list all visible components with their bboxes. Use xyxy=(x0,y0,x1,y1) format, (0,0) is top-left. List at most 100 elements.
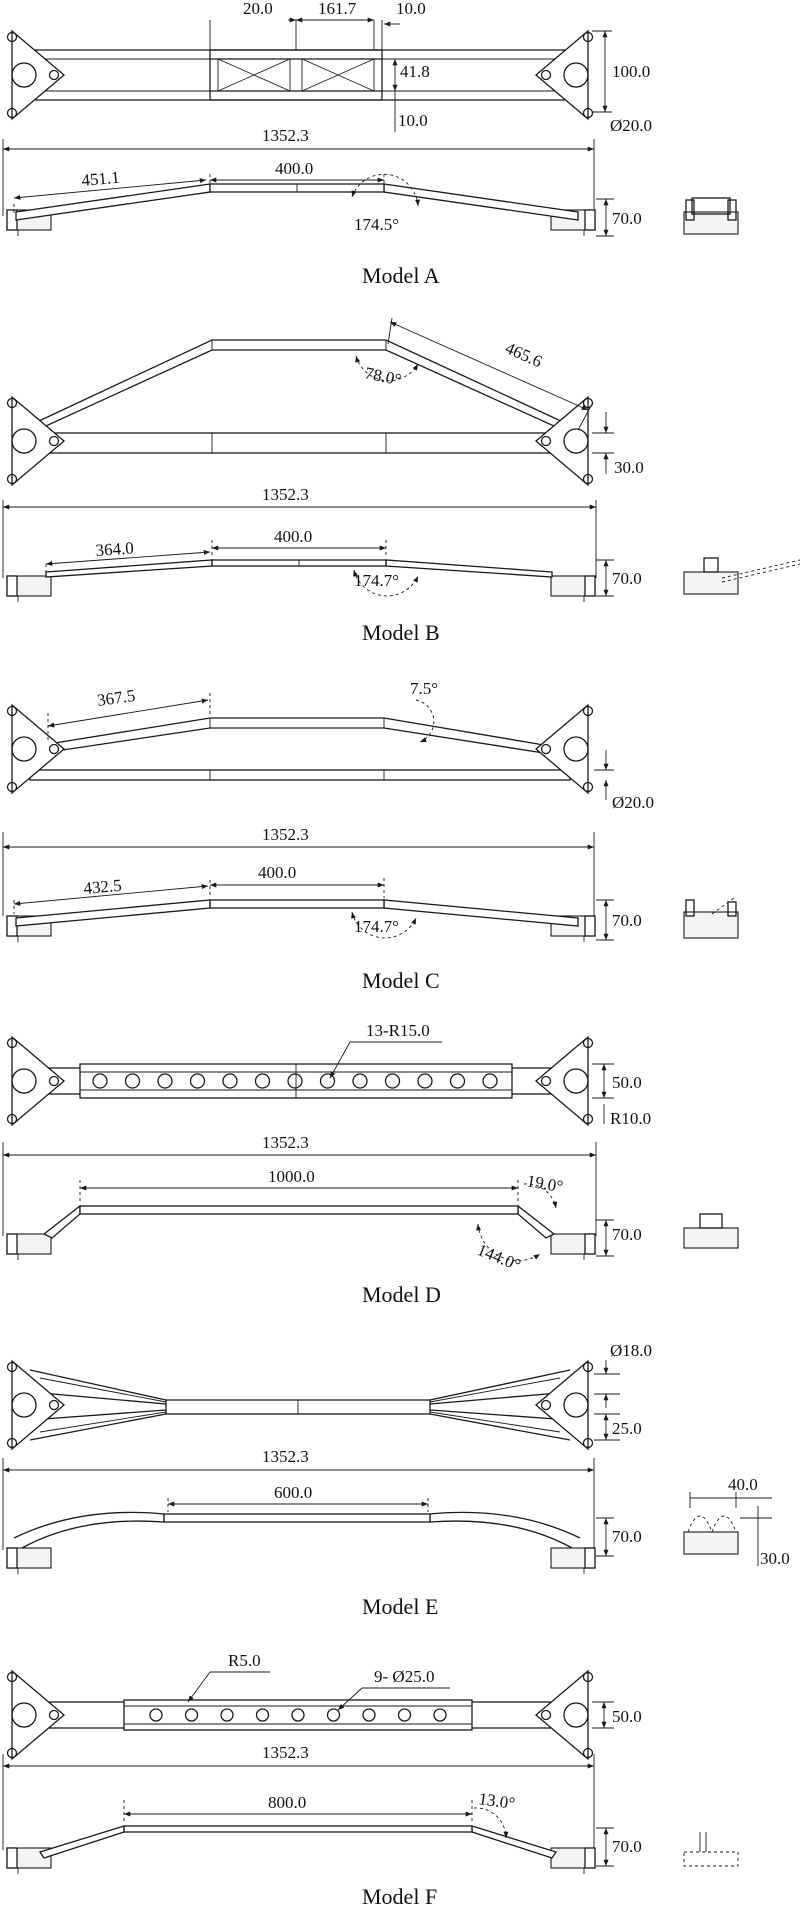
model-d-hole xyxy=(417,1073,433,1089)
model-a-dim-10-top: 10.0 xyxy=(396,0,426,18)
model-a-top-view xyxy=(6,30,594,120)
model-e-figure: Ø18.0 25.0 1352.3 600.0 70.0 xyxy=(2,1341,790,1619)
model-a-dim-10-bottom: 10.0 xyxy=(398,111,428,130)
model-c-dim-dia-20: Ø20.0 xyxy=(612,793,654,812)
model-e-dim-dia-18: Ø18.0 xyxy=(610,1341,652,1360)
model-f-dim-r5: R5.0 xyxy=(228,1651,261,1670)
model-d-angle-144: 144.0° xyxy=(475,1240,524,1274)
model-b-end-view xyxy=(683,557,800,595)
model-d-side-1000: 1000.0 xyxy=(268,1167,315,1186)
model-c-caption: Model C xyxy=(362,968,440,993)
model-c-side-400: 400.0 xyxy=(258,863,296,882)
model-a-figure: 20.0 161.7 10.0 41.8 10.0 100.0 Ø20.0 13… xyxy=(2,0,739,288)
model-a-caption: Model A xyxy=(362,263,440,288)
model-f-hole xyxy=(255,1708,270,1722)
model-b-caption: Model B xyxy=(362,620,440,645)
model-d-hole xyxy=(222,1073,238,1089)
model-a-angle: 174.5° xyxy=(354,215,399,234)
model-c-dim-367: 367.5 xyxy=(96,686,137,710)
model-d-hole xyxy=(157,1073,173,1089)
model-a-dimensions: 20.0 161.7 10.0 41.8 10.0 100.0 Ø20.0 xyxy=(209,0,652,135)
model-f-hole xyxy=(149,1708,163,1722)
model-b-figure: 465.6 78.0° 30.0 1352.3 364.0 xyxy=(2,317,800,645)
model-d-hole xyxy=(319,1073,336,1089)
model-a-dim-161-7: 161.7 xyxy=(318,0,357,18)
model-d-hole xyxy=(384,1073,401,1089)
model-d-caption: Model D xyxy=(362,1282,441,1307)
model-b-top-view xyxy=(6,339,594,486)
model-a-side-451: 451.1 xyxy=(81,168,121,190)
model-b-dim-30: 30.0 xyxy=(614,458,644,477)
model-d-hole xyxy=(92,1073,108,1089)
model-a-end-view xyxy=(683,197,739,235)
model-a-side-400: 400.0 xyxy=(275,159,313,178)
model-a-dim-100: 100.0 xyxy=(612,62,650,81)
model-c-angle: 174.7° xyxy=(354,917,399,936)
model-e-side-600: 600.0 xyxy=(274,1483,312,1502)
model-d-dimensions: 13-R15.0 50.0 R10.0 xyxy=(329,1021,651,1128)
model-b-span: 1352.3 xyxy=(262,485,309,504)
model-d-hole-note: 13-R15.0 xyxy=(366,1021,430,1040)
model-d-dim-r10: R10.0 xyxy=(610,1109,651,1128)
model-f-top-view xyxy=(6,1670,594,1760)
model-b-side-view: 1352.3 364.0 400.0 174.7° 70.0 xyxy=(2,485,800,603)
model-d-span: 1352.3 xyxy=(262,1133,309,1152)
model-b-angle: 174.7° xyxy=(354,571,399,590)
model-d-hole xyxy=(287,1073,303,1089)
model-f-height: 70.0 xyxy=(612,1837,642,1856)
model-f-angle-13: 13.0° xyxy=(477,1789,516,1813)
model-b-side-364: 364.0 xyxy=(95,538,134,560)
model-e-height: 70.0 xyxy=(612,1527,642,1546)
model-e-top-view xyxy=(6,1360,594,1450)
model-f-hole xyxy=(220,1708,234,1722)
model-d-end-view xyxy=(683,1213,739,1249)
model-e-dimensions: Ø18.0 25.0 xyxy=(594,1341,652,1441)
model-c-figure: 367.5 7.5° Ø20.0 1352.3 432.5 400.0 xyxy=(2,679,739,993)
model-a-span: 1352.3 xyxy=(262,126,309,145)
model-b-dim-465: 465.6 xyxy=(502,338,545,371)
model-d-hole xyxy=(482,1073,498,1089)
model-c-span: 1352.3 xyxy=(262,825,309,844)
model-e-span: 1352.3 xyxy=(262,1447,309,1466)
model-b-height: 70.0 xyxy=(612,569,642,588)
model-a-dim-41-8: 41.8 xyxy=(400,62,430,81)
model-f-span: 1352.3 xyxy=(262,1743,309,1762)
model-e-side-view: 1352.3 600.0 70.0 40.0 30 xyxy=(2,1447,790,1575)
model-f-caption: Model F xyxy=(362,1884,437,1908)
model-f-dim-50: 50.0 xyxy=(612,1707,642,1726)
model-c-side-432: 432.5 xyxy=(83,876,123,898)
model-c-angle-7-5: 7.5° xyxy=(410,679,438,698)
model-d-figure: 13-R15.0 50.0 R10.0 1352.3 1000.0 19.0° xyxy=(2,1021,739,1307)
model-a-side-view: 1352.3 451.1 400.0 174.5° 70.0 xyxy=(2,126,739,237)
model-f-figure: R5.0 9- Ø25.0 50.0 1352.3 800.0 13.0° xyxy=(2,1651,739,1908)
model-a-dim-20: 20.0 xyxy=(243,0,273,18)
model-f-hole xyxy=(397,1708,412,1722)
model-a-dim-dia-20: Ø20.0 xyxy=(610,116,652,135)
model-d-hole xyxy=(254,1073,271,1089)
model-d-holes xyxy=(92,1073,498,1089)
model-a-height: 70.0 xyxy=(612,209,642,228)
model-f-holes xyxy=(149,1708,447,1722)
model-d-hole xyxy=(189,1073,206,1089)
model-e-caption: Model E xyxy=(362,1594,438,1619)
model-e-end-30: 30.0 xyxy=(760,1549,790,1568)
model-f-dimensions: R5.0 9- Ø25.0 50.0 xyxy=(187,1651,642,1729)
model-f-side-view: 1352.3 800.0 13.0° 70.0 xyxy=(2,1743,739,1875)
model-e-dim-25: 25.0 xyxy=(612,1419,642,1438)
model-f-side-800: 800.0 xyxy=(268,1793,306,1812)
model-d-height: 70.0 xyxy=(612,1225,642,1244)
model-f-hole xyxy=(184,1708,199,1722)
model-d-hole xyxy=(352,1073,368,1089)
model-c-dimensions: 367.5 7.5° Ø20.0 xyxy=(47,679,654,812)
model-c-end-view xyxy=(683,897,739,939)
model-d-hole xyxy=(449,1073,466,1089)
model-f-hole-note: 9- Ø25.0 xyxy=(374,1667,434,1686)
model-f-hole xyxy=(326,1708,341,1722)
model-d-hole xyxy=(124,1073,141,1089)
model-d-top-view xyxy=(6,1036,594,1126)
model-f-hole xyxy=(433,1708,447,1722)
model-b-angle-78: 78.0° xyxy=(363,363,403,389)
model-c-side-view: 1352.3 432.5 400.0 174.7° 70.0 xyxy=(2,825,739,943)
model-c-height: 70.0 xyxy=(612,911,642,930)
